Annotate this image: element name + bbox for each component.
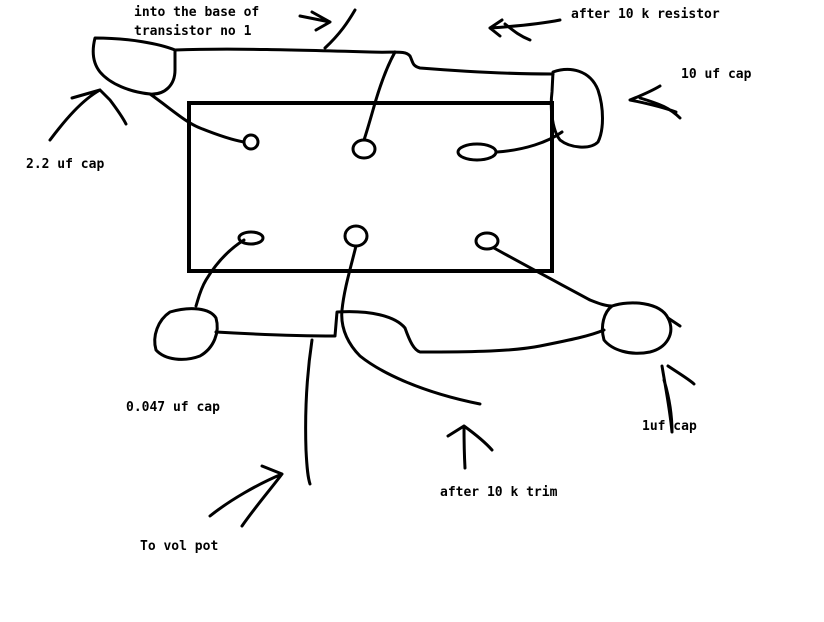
arrow-after-10k-resistor	[488, 18, 562, 42]
label-after-10k-resistor: after 10 k resistor	[571, 7, 720, 22]
wire-middle-pad-to-trim	[340, 244, 482, 406]
arrow-1uf-cap	[660, 364, 696, 434]
pad-top-right	[456, 142, 498, 162]
wire-pad-to-1uf	[492, 246, 614, 308]
label-into-base-line1: into the base of	[134, 5, 260, 20]
wire-1uf-stub	[666, 316, 682, 328]
capacitor-2-2uf-shape	[91, 36, 177, 96]
label-10uf-cap: 10 uf cap	[681, 67, 752, 82]
wire-bottom-bus	[214, 310, 606, 354]
label-1uf-cap: 1uf cap	[642, 419, 697, 434]
label-to-vol-pot: To vol pot	[140, 539, 219, 554]
board-rectangle	[187, 101, 554, 273]
wire-bus-to-middle-pad	[362, 50, 397, 142]
label-into-base-line2: transistor no 1	[134, 24, 252, 39]
wire-top-bus	[173, 47, 555, 76]
label-0-047uf-cap: 0.047 uf cap	[126, 400, 220, 415]
capacitor-1uf-shape	[600, 301, 673, 355]
wire-to-vol-pot	[304, 338, 314, 486]
wire-2-2uf-to-pad	[148, 92, 246, 144]
pad-bottom-right	[474, 231, 500, 251]
capacitor-10uf-shape	[549, 67, 604, 149]
pad-bottom-middle	[343, 224, 369, 248]
pad-top-left	[242, 133, 260, 151]
wire-10uf-to-pad	[495, 130, 564, 154]
pad-top-middle	[351, 138, 377, 160]
arrow-2-2uf-cap	[48, 88, 128, 142]
label-2-2uf-cap: 2.2 uf cap	[26, 157, 105, 172]
arrow-into-base	[298, 8, 357, 50]
pad-bottom-left	[237, 230, 265, 246]
arrow-after-10k-trim	[446, 424, 494, 470]
wire-pad-to-0-047uf	[194, 238, 246, 308]
label-after-10k-trim: after 10 k trim	[440, 485, 558, 500]
arrow-10uf-cap	[628, 84, 682, 120]
arrow-to-vol-pot	[208, 464, 284, 528]
capacitor-0-047uf-shape	[153, 307, 219, 361]
